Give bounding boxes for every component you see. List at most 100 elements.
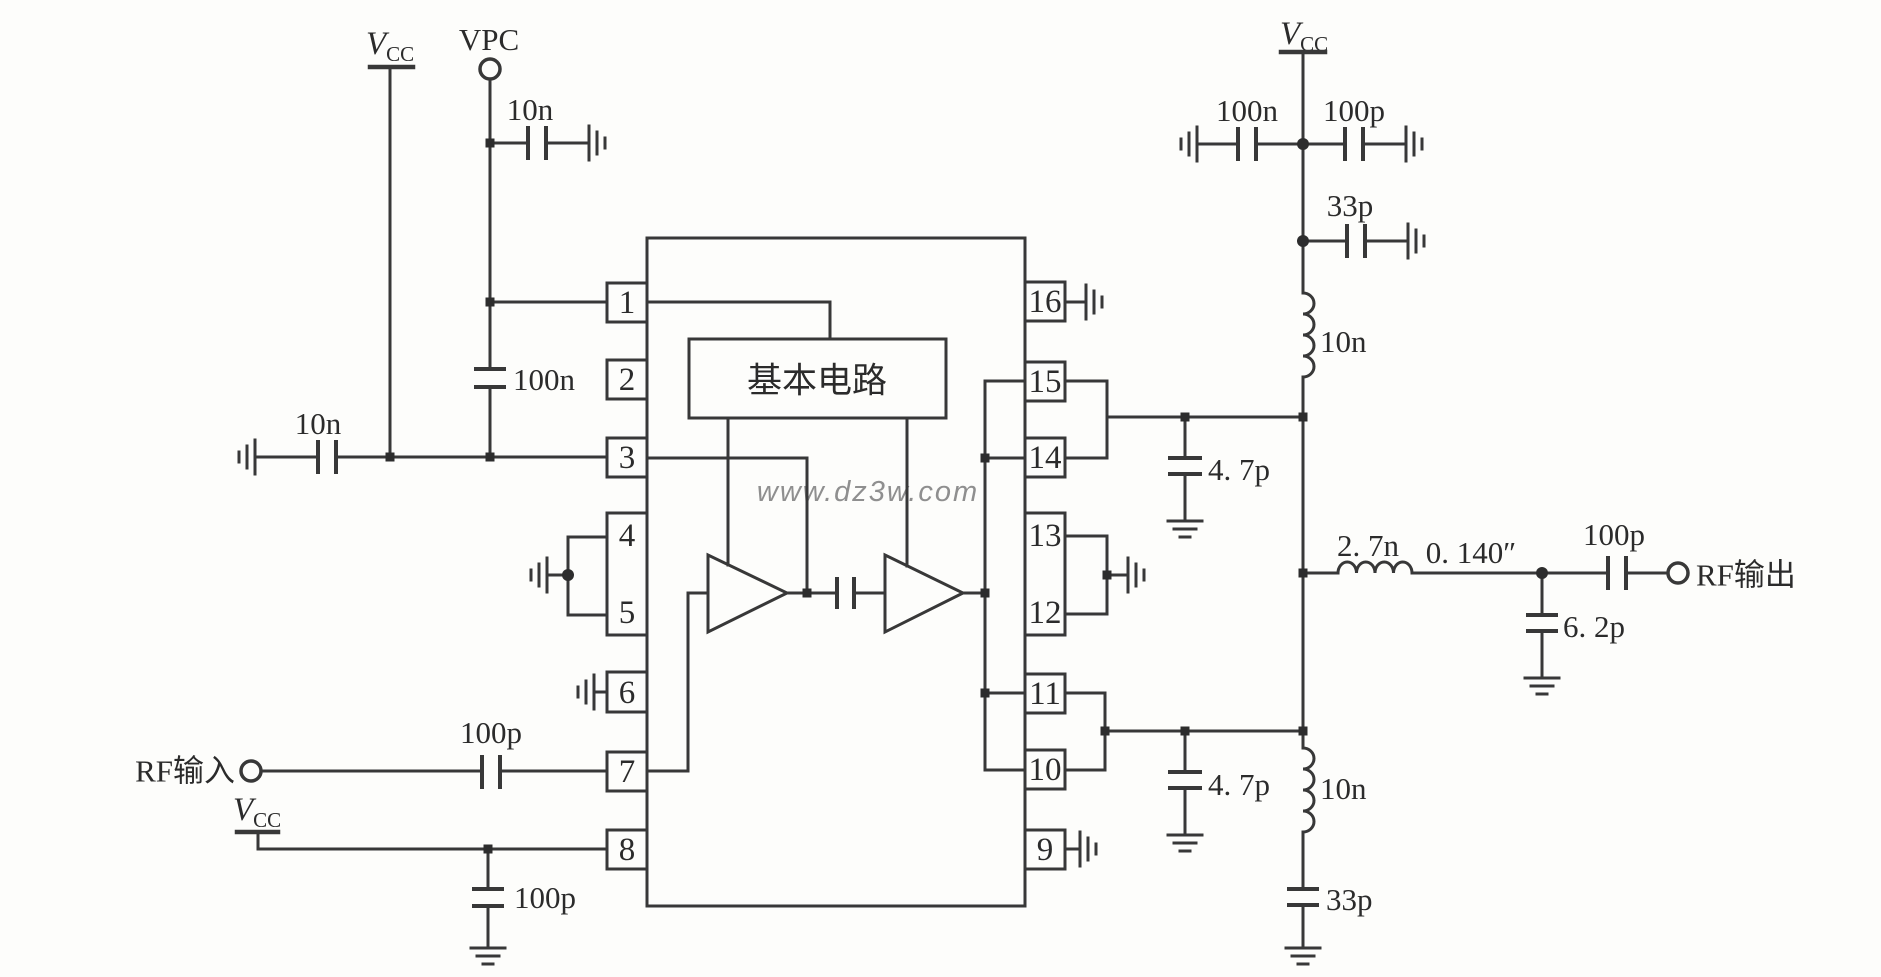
pin-box-8: 8 bbox=[605, 828, 649, 871]
pin-box-3: 3 bbox=[605, 436, 649, 479]
pin-label-16: 16 bbox=[1029, 284, 1062, 320]
ground-symbol bbox=[469, 946, 507, 966]
ground-symbol bbox=[1078, 830, 1098, 868]
vcc-left-rail: VCC bbox=[366, 26, 416, 459]
pin-label-13: 13 bbox=[1029, 518, 1062, 554]
pin-label-11: 11 bbox=[1029, 676, 1061, 712]
amp-stage-2 bbox=[883, 552, 967, 635]
cap-33p-bottom-label: 33p bbox=[1326, 882, 1373, 917]
cap-33p-vcc: 33p bbox=[1301, 188, 1426, 260]
pin-label-14: 14 bbox=[1029, 440, 1062, 476]
pin-label-2: 2 bbox=[619, 362, 636, 398]
cap-100n-vpc-label: 100n bbox=[513, 362, 576, 397]
ind-10n-bottom: 10n bbox=[1301, 746, 1367, 834]
pin-box-13-12: 13 12 bbox=[1023, 511, 1067, 637]
pin-label-5: 5 bbox=[619, 595, 636, 631]
pin-box-7: 7 bbox=[605, 750, 649, 793]
junction-dots bbox=[385, 138, 1548, 854]
cap-100n-vpc: 100n bbox=[474, 362, 576, 397]
pin3-internal-wire bbox=[645, 456, 809, 595]
cap-6p2: 6. 2p bbox=[1523, 571, 1625, 696]
pin-label-7: 7 bbox=[619, 754, 636, 790]
pin-box-15: 15 bbox=[1023, 360, 1067, 403]
ground-symbol bbox=[529, 556, 549, 594]
ind-10n-bottom-label: 10n bbox=[1320, 771, 1367, 806]
pin1-internal-wire bbox=[645, 300, 832, 341]
pin-box-16: 16 bbox=[1023, 280, 1067, 323]
inductor-coil bbox=[1301, 746, 1316, 834]
rf-output-terminal bbox=[1666, 561, 1690, 585]
vpc-terminal-circle bbox=[478, 57, 502, 81]
cap-100n-vcc: 100n bbox=[1179, 93, 1305, 163]
ground-symbol bbox=[1084, 283, 1104, 321]
cap-6p2-label: 6. 2p bbox=[1563, 609, 1625, 644]
pin-label-12: 12 bbox=[1029, 595, 1062, 631]
inductor-coil-2p7n bbox=[1336, 560, 1414, 575]
stub-length-label: 0. 140″ bbox=[1426, 535, 1516, 570]
interstage-cap bbox=[785, 577, 887, 609]
cap-10n-vpc-label: 10n bbox=[507, 92, 554, 127]
rf-input: RF输入 100p bbox=[135, 715, 609, 789]
pin-box-4-5: 4 5 bbox=[605, 511, 649, 637]
ground-symbol bbox=[237, 438, 257, 476]
vcc-left-label: VCC bbox=[366, 26, 414, 66]
ground-symbol bbox=[1166, 519, 1204, 539]
rf-output: RF输出 bbox=[1666, 558, 1796, 593]
cap-100p-vcc-label: 100p bbox=[1323, 93, 1385, 128]
cap-100p-out-label: 100p bbox=[1583, 517, 1645, 552]
pin-box-10: 10 bbox=[1023, 748, 1067, 791]
bracket-pins-15-14 bbox=[1063, 379, 1305, 460]
cap-4p7-bottom: 4. 7p bbox=[1166, 729, 1270, 853]
ground-symbol bbox=[1404, 125, 1424, 163]
amp-stage-1 bbox=[706, 552, 791, 635]
watermark: www.dz3w.com bbox=[757, 476, 979, 508]
ground-symbol bbox=[1523, 676, 1561, 696]
cap-100p-vcc: 100p bbox=[1301, 93, 1424, 163]
cap-10n-pin3: 10n bbox=[237, 406, 609, 476]
pin-label-15: 15 bbox=[1029, 364, 1062, 400]
cap-100p-rfin-label: 100p bbox=[460, 715, 522, 750]
pin-box-9: 9 bbox=[1023, 828, 1067, 871]
cap-4p7-top-label: 4. 7p bbox=[1208, 452, 1270, 487]
pin-label-6: 6 bbox=[619, 675, 636, 711]
ground-symbol bbox=[1406, 222, 1426, 260]
output-bus bbox=[961, 379, 1027, 772]
pin-label-8: 8 bbox=[619, 832, 636, 868]
rf-output-label: RF输出 bbox=[1696, 558, 1796, 593]
ind-10n-top-label: 10n bbox=[1320, 324, 1367, 359]
vpc-label: VPC bbox=[459, 22, 519, 57]
ground-symbol bbox=[1284, 946, 1322, 966]
pin-label-10: 10 bbox=[1029, 752, 1062, 788]
cap-33p-vcc-label: 33p bbox=[1327, 188, 1374, 223]
pin-label-1: 1 bbox=[619, 285, 636, 321]
gnd-pin-9 bbox=[1063, 830, 1098, 868]
cap-100p-pin8: 100p bbox=[469, 847, 576, 966]
vcc-bottom-rail: VCC bbox=[233, 792, 609, 851]
cap-10n-pin3-label: 10n bbox=[295, 406, 342, 441]
ic-core-block: 基本电路 bbox=[687, 337, 948, 420]
pin-label-4: 4 bbox=[619, 518, 636, 554]
inductor-coil bbox=[1301, 291, 1316, 379]
ind-10n-top: 10n bbox=[1301, 291, 1367, 379]
core-output-wires bbox=[726, 416, 909, 568]
cap-10n-vpc: 10n bbox=[488, 92, 607, 162]
ground-symbol bbox=[1179, 125, 1199, 163]
cap-100p-pin8-label: 100p bbox=[514, 880, 576, 915]
pin-box-14: 14 bbox=[1023, 436, 1067, 479]
cap-33p-bottom: 33p bbox=[1284, 882, 1373, 966]
pin-label-3: 3 bbox=[619, 440, 636, 476]
ground-symbol bbox=[576, 673, 596, 711]
pin7-internal-wire bbox=[645, 591, 710, 773]
ground-symbol bbox=[587, 124, 607, 162]
ground-symbol bbox=[1126, 556, 1146, 594]
vpc-terminal: VPC bbox=[459, 22, 519, 459]
rf-input-terminal bbox=[239, 759, 263, 783]
ground-symbol bbox=[1166, 833, 1204, 853]
rf-input-label: RF输入 bbox=[135, 754, 235, 789]
pin-box-2: 2 bbox=[605, 358, 649, 401]
pin-box-1: 1 bbox=[605, 281, 649, 324]
gnd-pin-6 bbox=[576, 673, 609, 711]
cap-100p-out: 100p bbox=[1583, 517, 1669, 590]
vcc-right-rail: VCC bbox=[1278, 16, 1328, 889]
